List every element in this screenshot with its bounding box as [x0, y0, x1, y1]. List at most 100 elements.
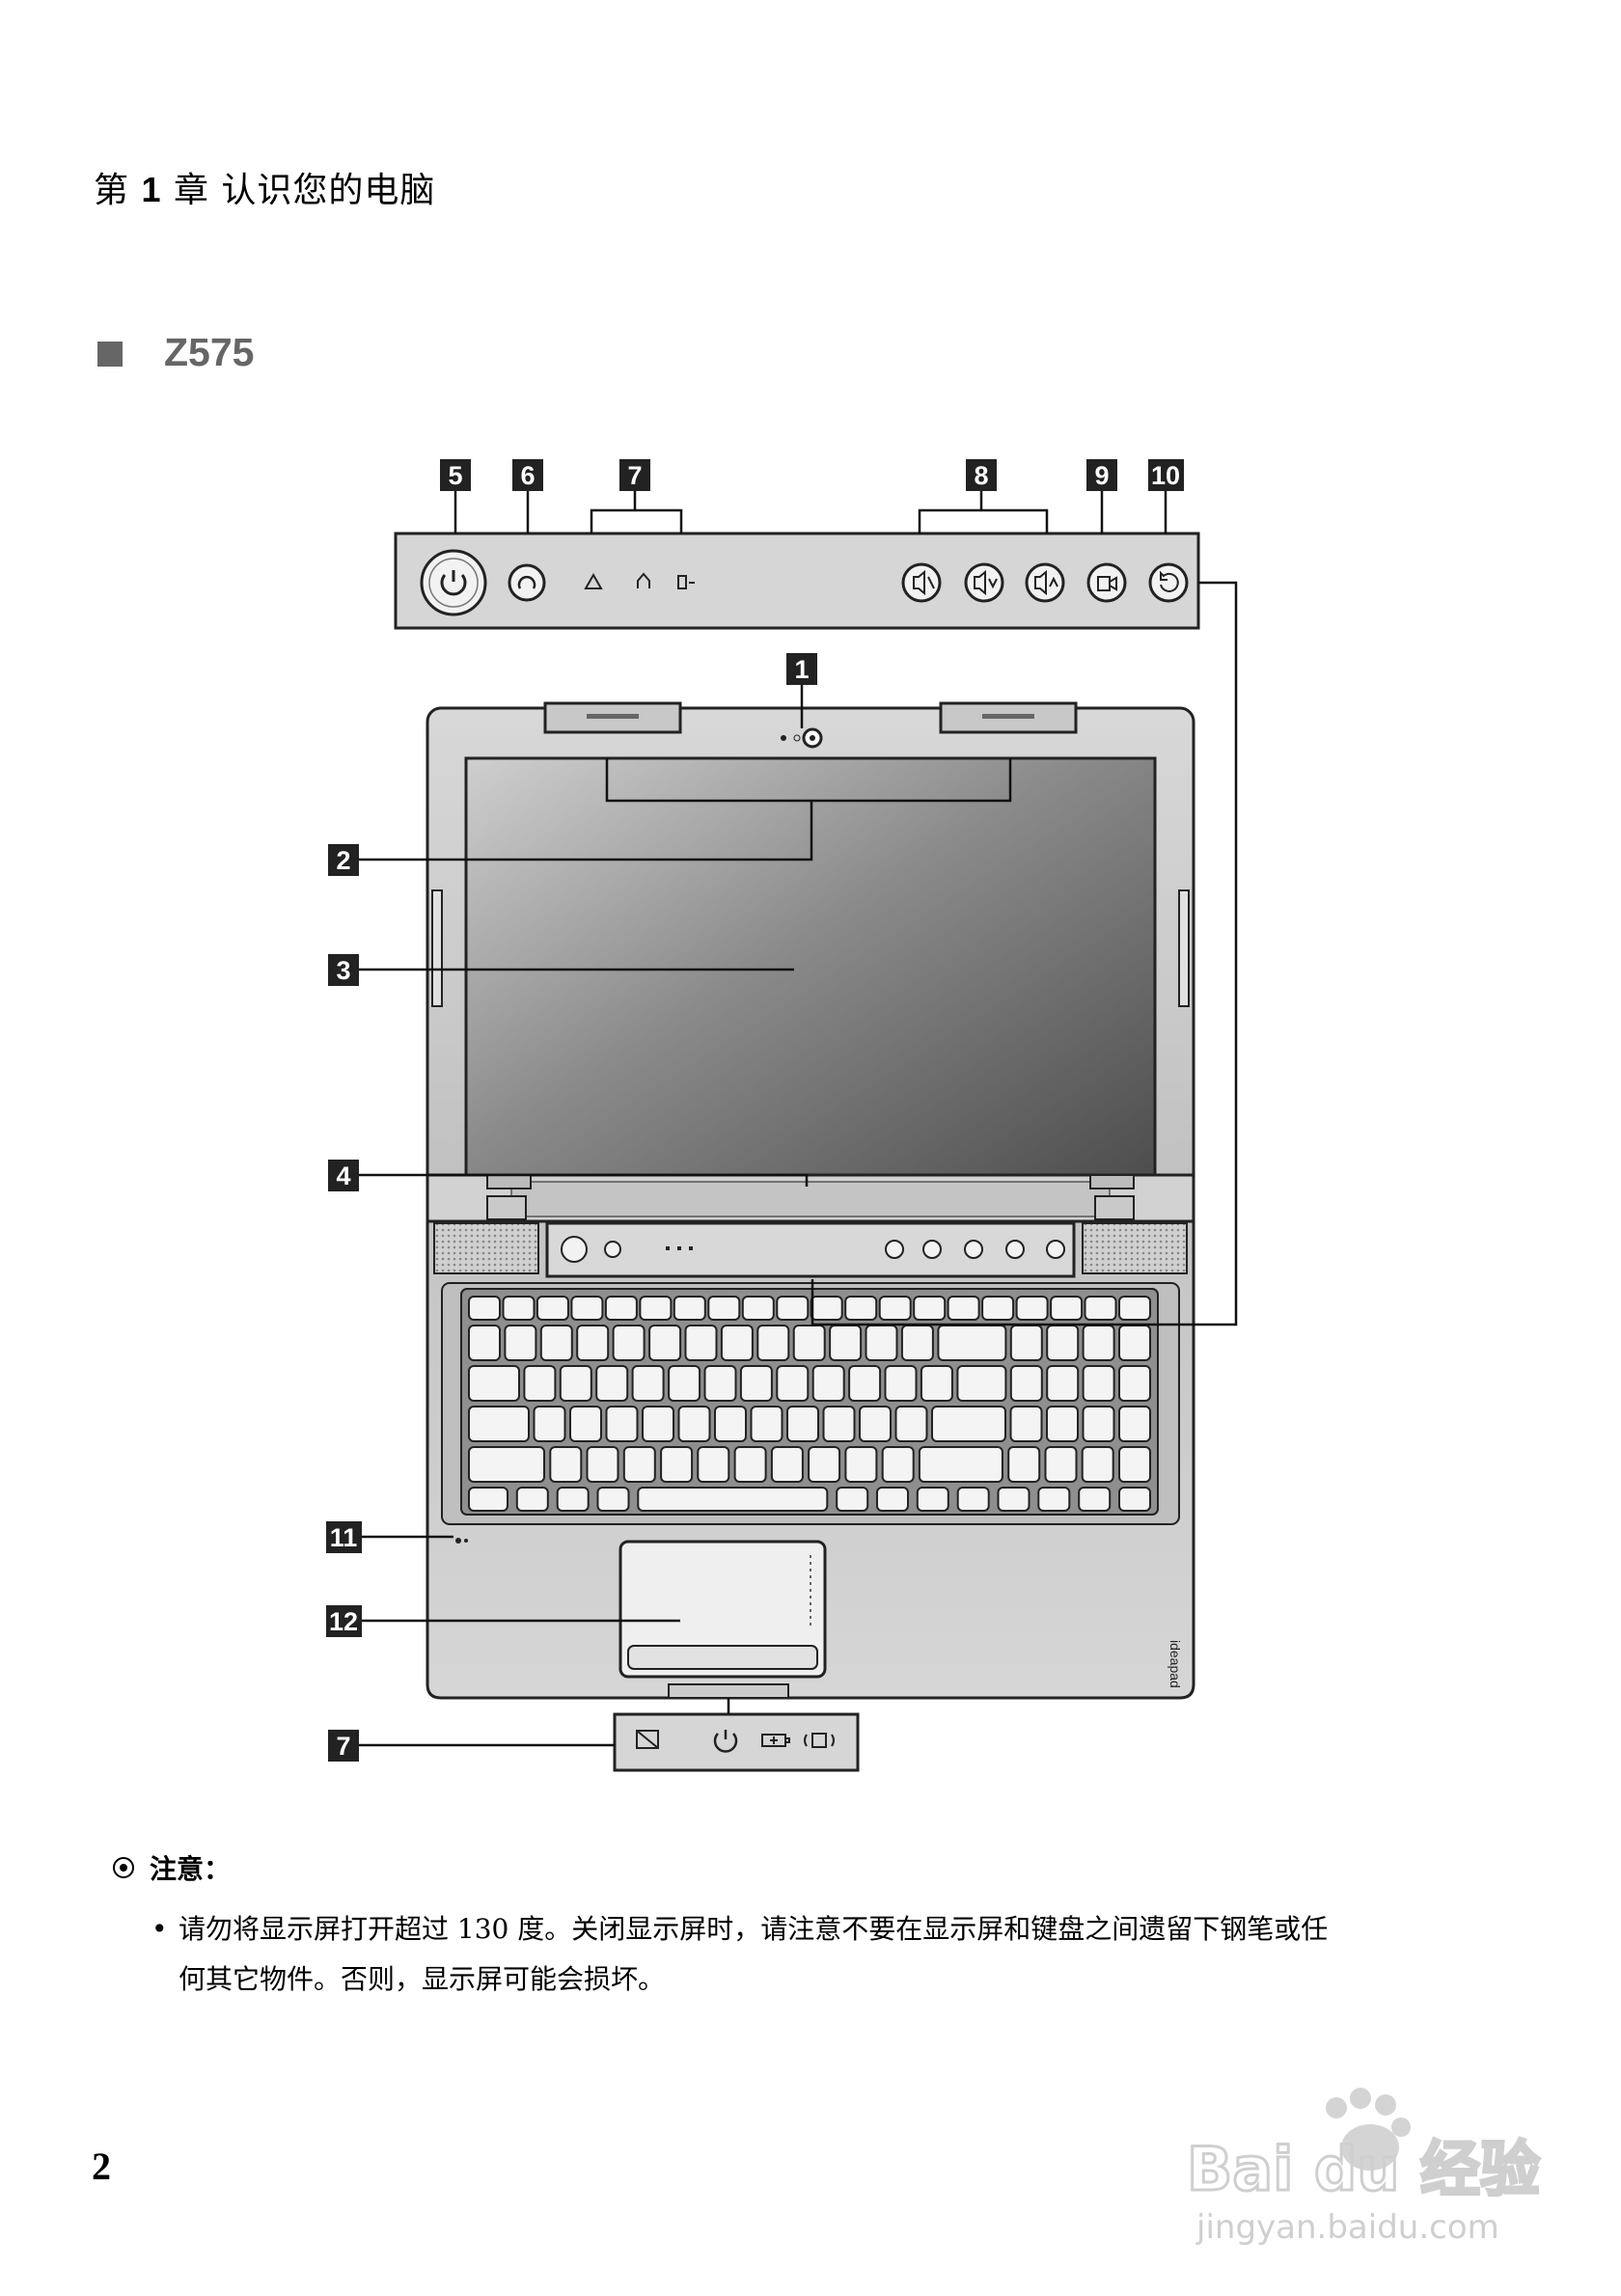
svg-text:3: 3	[336, 956, 350, 985]
keyboard-key	[703, 1365, 737, 1402]
keyboard-key	[956, 1365, 1007, 1402]
callout-7-bottom: 7	[328, 1730, 359, 1762]
svg-text:2: 2	[336, 846, 350, 875]
keyboard-key	[660, 1446, 694, 1483]
keyboard-key	[913, 1296, 947, 1321]
svg-text:7: 7	[336, 1732, 350, 1761]
status-indicators-top	[584, 572, 695, 589]
laptop-base: ideapad	[426, 1219, 1195, 1700]
keyboard-key	[876, 1487, 909, 1512]
keyboard-key	[916, 1487, 949, 1512]
note-block: 注意： •请勿将显示屏打开超过 130 度。关闭显示屏时，请注意不要在显示屏和键…	[113, 1848, 1328, 1995]
speaker-right	[1082, 1222, 1188, 1274]
note-text: •请勿将显示屏打开超过 130 度。关闭显示屏时，请注意不要在显示屏和键盘之间遗…	[151, 1904, 1541, 2005]
keyboard-key	[668, 1365, 701, 1402]
keyboard-key	[605, 1406, 639, 1442]
callout-9: 9	[1086, 459, 1117, 491]
keyboard-key	[792, 1325, 826, 1361]
keyboard-key	[673, 1296, 706, 1321]
keyboard-key	[549, 1446, 583, 1483]
keyboard-key	[844, 1446, 878, 1483]
keyboard-key	[947, 1296, 980, 1321]
chapter-title: 第 1 章 认识您的电脑	[94, 162, 435, 212]
svg-text:4: 4	[336, 1162, 350, 1190]
keyboard-key	[1009, 1365, 1043, 1402]
keyboard-key	[739, 1365, 773, 1402]
keyboard-key	[900, 1325, 934, 1361]
page-number: 2	[92, 2145, 111, 2188]
keyboard-key	[677, 1406, 711, 1442]
keyboard-key	[786, 1406, 819, 1442]
power-button	[420, 549, 487, 616]
button-strip-zoom	[394, 532, 1200, 630]
keyboard-key	[569, 1406, 602, 1442]
onekey-rescue-button	[508, 563, 546, 602]
section-bullet-square	[97, 342, 123, 367]
keyboard-key	[468, 1446, 545, 1483]
keyboard-key	[894, 1406, 928, 1442]
keyboard-key	[523, 1365, 557, 1402]
keyboard-key	[533, 1406, 566, 1442]
keyboard-key	[539, 1325, 573, 1361]
watermark-text: jingyan.baidu.com	[1195, 2208, 1499, 2247]
volume-up-button	[1025, 562, 1065, 603]
svg-text:9: 9	[1094, 461, 1109, 490]
callout-12: 12	[326, 1605, 362, 1637]
touchpad-buttons	[627, 1645, 818, 1670]
touchpad-status-icon	[636, 1730, 659, 1749]
keyboard-key	[556, 1487, 590, 1512]
keyboard-key	[1078, 1487, 1112, 1512]
keyboard-key	[612, 1325, 646, 1361]
keyboard-key	[1046, 1365, 1080, 1402]
keyboard-key	[502, 1296, 536, 1321]
svg-text:8: 8	[974, 461, 988, 490]
keyboard-key	[878, 1296, 912, 1321]
callout-7-top: 7	[619, 459, 650, 491]
keyboard-key	[811, 1365, 845, 1402]
keyboard-key	[822, 1406, 856, 1442]
keyboard-key	[596, 1487, 630, 1512]
keyboard-key	[1037, 1487, 1071, 1512]
chapter-name: 章 认识您的电脑	[173, 171, 436, 210]
keyboard-key	[981, 1296, 1015, 1321]
wireless-status-icon	[804, 1733, 835, 1748]
keyboard-key	[1118, 1365, 1151, 1402]
volume-down-button	[964, 562, 1004, 603]
keyboard-key	[776, 1296, 810, 1321]
keyboard-key	[684, 1325, 718, 1361]
keyboard-key	[714, 1406, 747, 1442]
keyboard-key	[1046, 1325, 1080, 1361]
camera-button	[1086, 562, 1127, 603]
watermark-logo: Bai du 经验	[1187, 2134, 1540, 2204]
keyboard-key	[1082, 1406, 1115, 1442]
keyboard-key	[1009, 1406, 1043, 1442]
front-indicator-zoom	[613, 1712, 860, 1772]
keyboard-key	[622, 1446, 656, 1483]
baidu-watermark: Bai du 经验 jingyan.baidu.com	[1186, 2088, 1542, 2247]
keyboard-key	[776, 1365, 810, 1402]
callout-2: 2	[328, 844, 359, 876]
keyboard-key	[750, 1406, 783, 1442]
keyboard-key	[570, 1296, 604, 1321]
keyboard-key	[1081, 1446, 1114, 1483]
keyboard-key	[1118, 1296, 1151, 1321]
keyboard-key	[741, 1296, 775, 1321]
keyboard-key	[1082, 1365, 1115, 1402]
svg-text:12: 12	[329, 1607, 358, 1636]
keyboard-key	[1082, 1325, 1115, 1361]
keyboard-key	[829, 1325, 863, 1361]
svg-text:6: 6	[520, 461, 535, 490]
chapter-number: 1	[141, 170, 162, 209]
power-status-icon	[713, 1730, 738, 1753]
keyboard-key	[956, 1487, 990, 1512]
keyboard-key	[631, 1365, 665, 1402]
svg-text:7: 7	[627, 461, 642, 490]
section-title: Z575	[164, 330, 255, 374]
keyboard-key	[468, 1406, 530, 1442]
note-line-1-text: 请勿将显示屏打开超过 130 度。关闭显示屏时，请注意不要在显示屏和键盘之间遗留…	[179, 1913, 1329, 1945]
keyboard-key	[595, 1365, 629, 1402]
keyboard-key	[576, 1325, 610, 1361]
keyboard-key	[756, 1325, 790, 1361]
callout-10: 10	[1148, 459, 1184, 491]
keyboard-key	[884, 1365, 918, 1402]
